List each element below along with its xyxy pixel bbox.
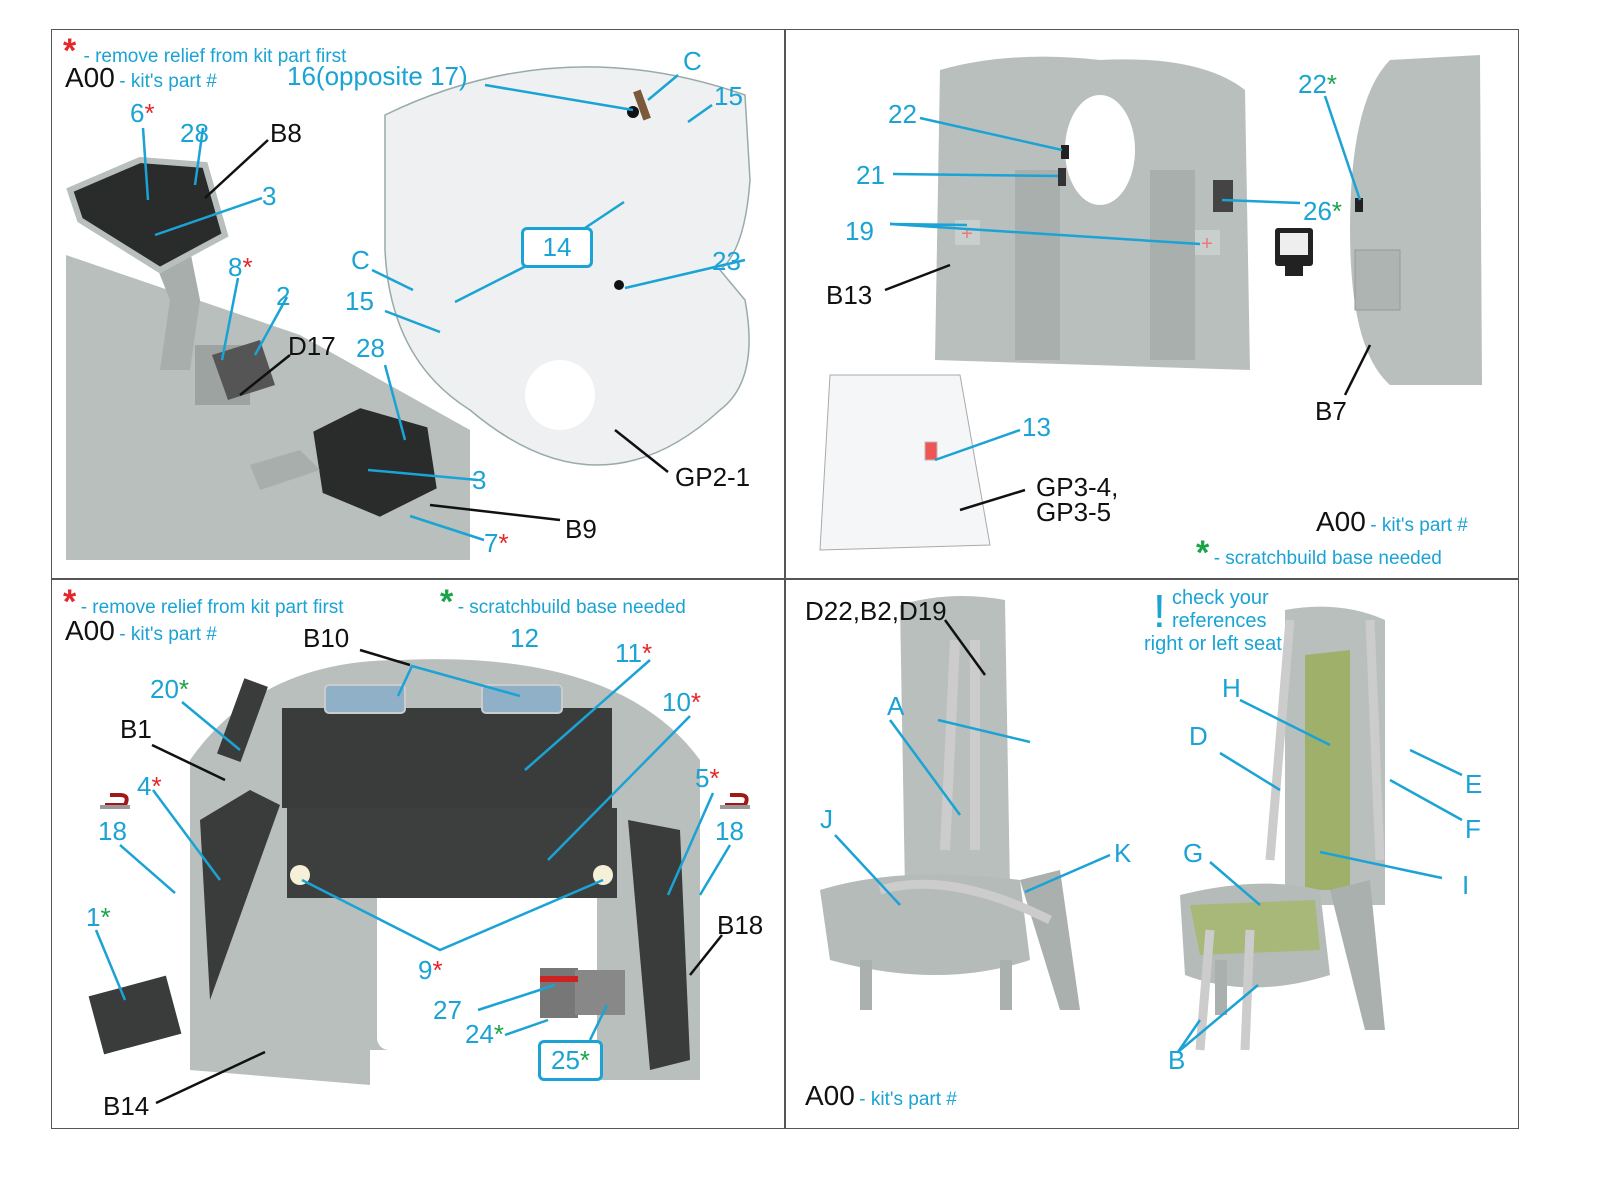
callout-15-left: 15 [345,286,374,316]
callout-c-top: C [683,46,702,76]
callout-2: 2 [276,281,291,311]
callout-28-top: 28 [180,118,209,148]
callout-27: 27 [433,995,462,1025]
callout-23: 23 [712,246,741,276]
legend-kit-part-3: A00 - kit's part # [65,615,217,646]
callout-16: 16(opposite 17) [287,61,468,91]
part-gp3-4: GP3-4, [1036,472,1119,502]
callout-25: 25* [538,1040,604,1081]
callout-20: 20* [150,674,190,704]
part-b18: B18 [717,910,764,940]
callout-22-side: 22* [1298,69,1338,99]
callout-21: 21 [856,160,885,190]
part-gp3-5: GP3-5 [1036,497,1112,527]
callout-h: H [1222,673,1241,703]
callout-22: 22 [888,99,917,129]
callout-12: 12 [510,623,539,653]
callout-18-left: 18 [98,816,127,846]
callout-14: 14 [521,227,593,268]
part-d17: D17 [288,331,336,361]
legend-kit-part-2: A00 - kit's part # [1316,506,1468,537]
callout-9: 9* [418,955,443,985]
callout-1: 1* [86,902,111,932]
legend-kit-part: A00 - kit's part # [65,62,217,93]
red-asterisk-icon: * [709,763,720,793]
callout-k: K [1114,838,1132,868]
red-asterisk-icon: * [151,771,162,801]
green-asterisk-icon: * [1331,196,1343,226]
callout-5: 5* [695,763,720,793]
part-b10: B10 [303,623,350,653]
callout-d: D [1189,721,1208,751]
callout-3-bottom: 3 [472,465,487,495]
legend-kit-part-4: A00 - kit's part # [805,1080,957,1111]
exclamation-icon: ! [1153,585,1166,637]
callout-b: B [1168,1045,1186,1075]
legend-remove-relief: * - remove relief from kit part first [63,32,347,70]
callout-13: 13 [1022,412,1051,442]
red-asterisk-icon: * [642,638,653,668]
green-asterisk-icon: * [579,1045,591,1075]
green-asterisk-icon: * [440,583,454,621]
callout-7: 7* [484,528,509,558]
callout-e: E [1465,769,1483,799]
green-asterisk-icon: * [100,902,111,932]
part-b9: B9 [565,514,597,544]
callout-24: 24* [465,1019,505,1049]
part-gp2-1: GP2-1 [675,462,751,492]
callout-g: G [1183,838,1204,868]
green-asterisk-icon: * [1326,69,1338,99]
part-b13: B13 [826,280,873,310]
callout-4: 4* [137,771,162,801]
callout-8: 8* [228,252,253,282]
callout-15-top: 15 [714,81,743,111]
green-asterisk-icon: * [1196,534,1210,572]
callout-f: F [1465,814,1481,844]
part-b7: B7 [1315,396,1347,426]
callout-a: A [887,691,905,721]
legend-scratchbuild-2: * - scratchbuild base needed [1196,534,1442,572]
part-b14: B14 [103,1091,150,1121]
legend-remove-relief-3: * - remove relief from kit part first [63,583,344,621]
callout-3-top: 3 [262,181,277,211]
callout-19: 19 [845,216,874,246]
red-asterisk-icon: * [144,98,155,128]
callout-18-right: 18 [715,816,744,846]
callout-c-left: C [351,245,370,275]
callout-28-bottom: 28 [356,333,385,363]
part-b1: B1 [120,714,152,744]
callout-i: I [1462,870,1470,900]
green-asterisk-icon: * [178,674,190,704]
panel-divider-horizontal [51,578,1519,580]
callout-10: 10* [662,687,702,717]
legend-scratchbuild-3: * - scratchbuild base needed [440,583,686,621]
red-asterisk-icon: * [498,528,509,558]
callout-6: 6* [130,98,155,128]
callout-11: 11* [615,638,653,668]
green-asterisk-icon: * [493,1019,505,1049]
seat-reference-note: ! check your references right or left se… [1144,585,1282,655]
part-seat-parts: D22,B2,D19 [805,596,947,626]
red-asterisk-icon: * [63,32,77,70]
red-asterisk-icon: * [432,955,443,985]
red-asterisk-icon: * [690,687,702,717]
callout-j: J [820,804,833,834]
part-b8: B8 [270,118,302,148]
red-asterisk-icon: * [63,583,77,621]
callout-26: 26* [1303,196,1343,226]
red-asterisk-icon: * [242,252,253,282]
